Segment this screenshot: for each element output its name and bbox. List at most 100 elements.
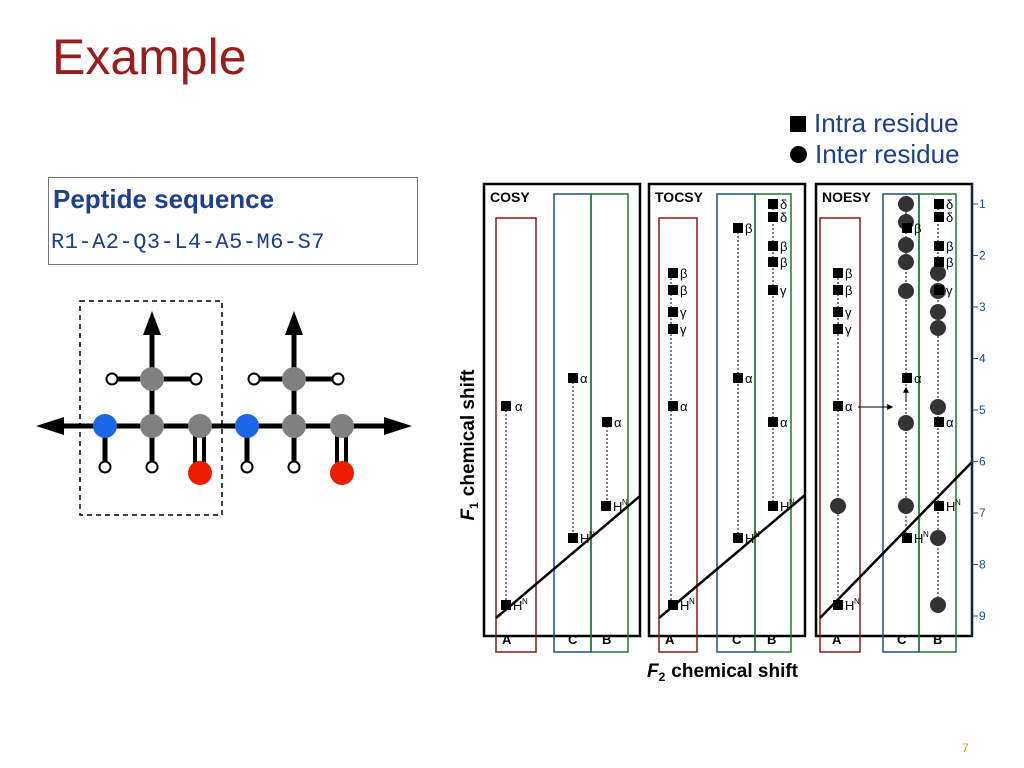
hydrogen-atom <box>189 372 203 386</box>
svg-text:H: H <box>580 531 589 546</box>
ruler-tick-label: 7 <box>979 506 986 520</box>
svg-text:N: N <box>589 530 595 539</box>
svg-text:A: A <box>665 632 675 647</box>
legend-intra: Intra residue <box>790 108 960 139</box>
svg-text:B: B <box>933 632 942 647</box>
diagonal-line <box>819 461 973 619</box>
carbonyl-carbon-atom <box>330 414 354 438</box>
svg-text:H: H <box>845 598 854 613</box>
svg-text:β: β <box>680 283 687 298</box>
svg-text:N: N <box>955 498 961 507</box>
svg-text:α: α <box>845 399 853 414</box>
svg-text:α: α <box>515 399 523 414</box>
svg-text:α: α <box>580 371 588 386</box>
svg-text:β: β <box>845 266 852 281</box>
ruler-tick-label: 9 <box>979 609 986 623</box>
svg-text:N: N <box>789 498 795 507</box>
square-marker-icon <box>790 115 806 132</box>
carbon-beta-atom <box>140 367 164 391</box>
svg-text:A: A <box>502 632 512 647</box>
oxygen-atom <box>330 461 354 485</box>
svg-text:C: C <box>897 632 907 647</box>
right-arrow-icon <box>384 417 412 435</box>
svg-text:N: N <box>522 597 528 606</box>
svg-text:B: B <box>602 632 611 647</box>
inter-residue-peak <box>830 498 846 514</box>
ruler-tick-label: 6 <box>979 455 986 469</box>
legend: Intra residue Inter residue <box>790 108 960 170</box>
column-box-b <box>590 193 629 653</box>
y-axis-label: F1chemical shift <box>458 369 481 521</box>
panel-title: NOESY <box>822 189 872 205</box>
svg-text:α: α <box>946 415 954 430</box>
oxygen-atom <box>188 461 212 485</box>
svg-text:C: C <box>568 632 578 647</box>
svg-text:H: H <box>745 531 754 546</box>
svg-text:β: β <box>946 255 953 270</box>
svg-text:α: α <box>614 415 622 430</box>
up-arrow-icon <box>143 311 161 335</box>
hydrogen-atom <box>98 460 112 474</box>
svg-text:δ: δ <box>780 210 787 225</box>
hydrogen-atom <box>240 460 254 474</box>
ruler-tick-label: 4 <box>979 352 986 366</box>
svg-text:H: H <box>946 499 955 514</box>
svg-text:α: α <box>680 399 688 414</box>
circle-marker-icon <box>790 146 807 163</box>
svg-text:N: N <box>689 597 695 606</box>
column-box-b <box>918 193 957 653</box>
panel-title: COSY <box>490 189 530 205</box>
ruler-tick-label: 3 <box>979 300 986 314</box>
sequence-box: Peptide sequence R1-A2-Q3-L4-A5-M6-S7 <box>48 177 418 265</box>
carbonyl-carbon-atom <box>188 414 212 438</box>
svg-text:N: N <box>622 498 628 507</box>
column-box-a <box>658 217 698 653</box>
svg-text:β: β <box>914 221 921 236</box>
svg-text:α: α <box>745 371 753 386</box>
svg-text:α: α <box>780 415 788 430</box>
sequence-heading: Peptide sequence <box>53 184 275 214</box>
up-arrow-icon <box>285 311 303 335</box>
svg-text:N: N <box>754 530 760 539</box>
svg-text:β: β <box>745 221 752 236</box>
svg-text:β: β <box>780 255 787 270</box>
hydrogen-atom <box>145 460 159 474</box>
svg-text:δ: δ <box>946 210 953 225</box>
svg-text:γ: γ <box>680 322 687 337</box>
svg-text:A: A <box>832 632 842 647</box>
sequence-text: R1-A2-Q3-L4-A5-M6-S7 <box>51 230 326 255</box>
panel-title: TOCSY <box>655 189 704 205</box>
svg-text:H: H <box>914 531 923 546</box>
column-box-a <box>819 217 861 653</box>
column-box-a <box>495 217 537 653</box>
svg-text:H: H <box>513 598 522 613</box>
hydrogen-atom <box>287 460 301 474</box>
svg-text:δ: δ <box>780 197 787 212</box>
svg-text:δ: δ <box>946 197 953 212</box>
svg-text:B: B <box>767 632 776 647</box>
ruler-tick-label: 2 <box>979 249 986 263</box>
legend-inter: Inter residue <box>790 139 960 170</box>
peptide-backbone-diagram <box>36 300 412 516</box>
ruler-tick-label: 8 <box>979 558 986 572</box>
svg-text:α: α <box>914 371 922 386</box>
hydrogen-atom <box>105 372 119 386</box>
svg-text:γ: γ <box>946 283 953 298</box>
diagonal-line <box>495 495 641 619</box>
carbon-alpha-atom <box>282 414 306 438</box>
svg-text:β: β <box>780 239 787 254</box>
legend-intra-label: Intra residue <box>814 108 959 138</box>
svg-text:β: β <box>845 283 852 298</box>
carbon-beta-atom <box>282 367 306 391</box>
svg-text:N: N <box>923 530 929 539</box>
svg-text:H: H <box>780 499 789 514</box>
svg-text:H: H <box>613 499 622 514</box>
svg-text:γ: γ <box>680 305 687 320</box>
nitrogen-atom <box>93 414 117 438</box>
svg-text:C: C <box>732 632 742 647</box>
